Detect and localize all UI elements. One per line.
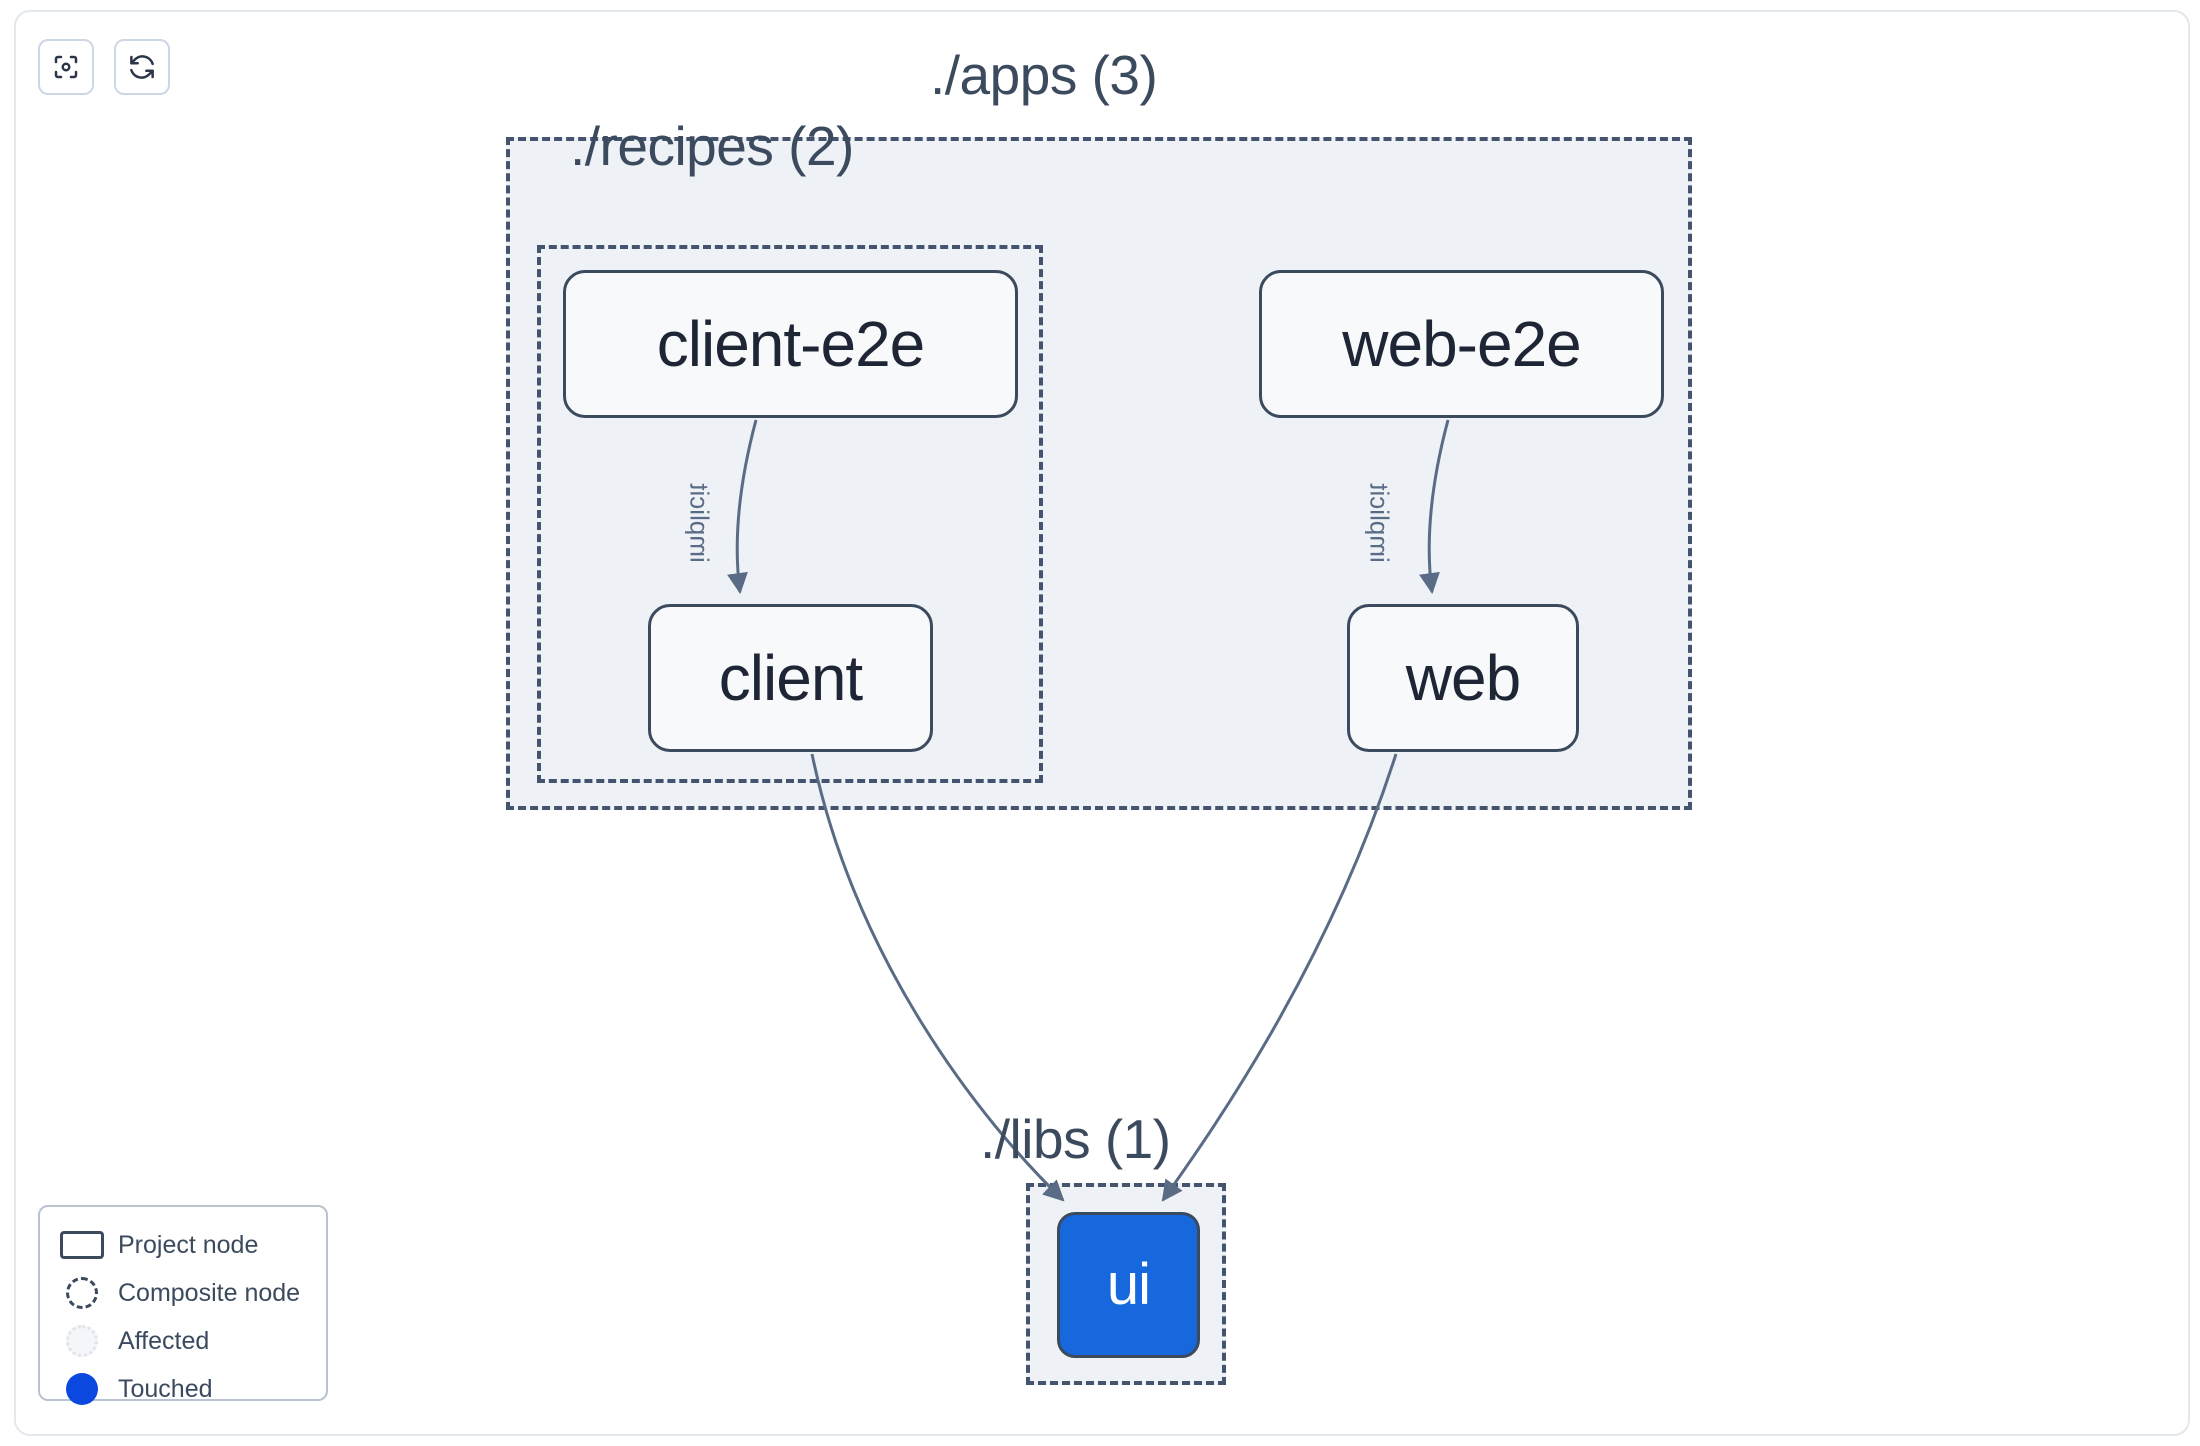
composite-node-swatch bbox=[56, 1277, 108, 1309]
legend-item-composite-node: Composite node bbox=[56, 1269, 310, 1317]
focus-graph-button[interactable] bbox=[38, 39, 94, 95]
legend-item-affected: Affected bbox=[56, 1317, 310, 1365]
touched-swatch bbox=[56, 1373, 108, 1405]
group-label-apps: ./apps (3) bbox=[930, 44, 1158, 106]
project-node-ui[interactable]: ui bbox=[1057, 1212, 1200, 1358]
legend-item-touched: Touched bbox=[56, 1365, 310, 1413]
project-node-client-e2e[interactable]: client-e2e bbox=[563, 270, 1018, 418]
refresh-graph-button[interactable] bbox=[114, 39, 170, 95]
project-node-web[interactable]: web bbox=[1347, 604, 1579, 752]
graph-legend: Project node Composite node Affected Tou… bbox=[38, 1205, 328, 1405]
graph-toolbar bbox=[38, 39, 170, 95]
group-label-recipes: ./recipes (2) bbox=[570, 115, 854, 177]
group-label-libs: ./libs (1) bbox=[980, 1108, 1171, 1170]
project-node-swatch bbox=[56, 1231, 108, 1259]
refresh-icon bbox=[127, 52, 157, 82]
focus-target-icon bbox=[51, 52, 81, 82]
project-node-client[interactable]: client bbox=[648, 604, 933, 752]
legend-label-affected: Affected bbox=[118, 1326, 210, 1355]
legend-item-project-node: Project node bbox=[56, 1221, 310, 1269]
project-node-web-e2e[interactable]: web-e2e bbox=[1259, 270, 1664, 418]
affected-swatch bbox=[56, 1325, 108, 1357]
legend-label-touched: Touched bbox=[118, 1374, 213, 1403]
legend-label-composite-node: Composite node bbox=[118, 1278, 301, 1307]
legend-label-project-node: Project node bbox=[118, 1230, 259, 1259]
